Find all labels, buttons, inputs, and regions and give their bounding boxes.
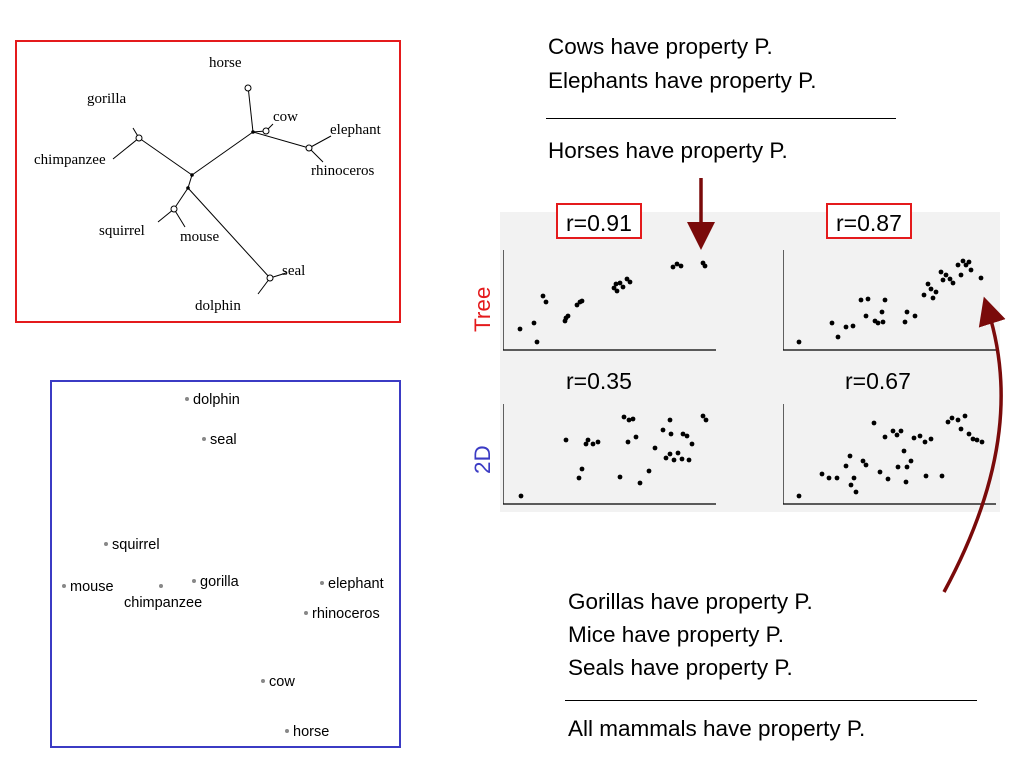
point-marker — [192, 579, 196, 584]
phylogenetic-tree: horse cow elephant rhinoceros gorilla ch… — [34, 55, 382, 314]
tree-label-gorilla: gorilla — [87, 91, 126, 107]
scatter-2d-left — [503, 404, 716, 505]
scatter-tree-left — [503, 250, 716, 351]
point-marker — [62, 584, 66, 589]
point-marker — [185, 397, 189, 402]
argument1-conclusion: Horses have property P. — [548, 138, 788, 163]
mds-label: dolphin — [193, 392, 240, 408]
mds-item-gorilla: gorilla — [192, 574, 239, 590]
tree-label-rhinoceros: rhinoceros — [311, 163, 374, 179]
tree-panel: horse cow elephant rhinoceros gorilla ch… — [15, 40, 401, 323]
point-marker — [261, 679, 265, 684]
tree-label-dolphin: dolphin — [195, 298, 241, 314]
mds-item-cow: cow — [261, 674, 295, 690]
mds-label: squirrel — [112, 537, 160, 553]
point-marker — [104, 542, 108, 547]
argument1-premise2: Elephants have property P. — [548, 68, 817, 93]
mds-item-chimpanzee: chimpanzee — [124, 595, 203, 611]
r-label-tree-left: r=0.91 — [556, 203, 642, 239]
argument2-premise3: Seals have property P. — [568, 655, 793, 680]
tree-label-horse: horse — [209, 55, 242, 71]
r-label-tree-right: r=0.87 — [826, 203, 912, 239]
scatter-tree-right — [783, 250, 996, 351]
r-label-2d-left: r=0.35 — [566, 368, 632, 394]
mds-label: horse — [293, 724, 330, 740]
mds-label: gorilla — [200, 574, 239, 590]
point-marker — [320, 581, 324, 586]
point-marker — [202, 437, 206, 442]
argument2-divider — [565, 700, 977, 701]
mds-label: rhinoceros — [312, 606, 380, 622]
point-marker — [285, 729, 289, 734]
tree-label-seal: seal — [282, 263, 305, 279]
mds-item-horse: horse — [285, 724, 329, 740]
tree-label-elephant: elephant — [330, 122, 382, 138]
argument2-conclusion: All mammals have property P. — [568, 716, 866, 741]
mds-label: elephant — [328, 576, 384, 592]
mds-dot-chimpanzee — [159, 579, 167, 595]
mds-item-elephant: elephant — [320, 576, 384, 592]
mds-item-squirrel: squirrel — [104, 537, 160, 553]
argument1-premise1: Cows have property P. — [548, 34, 773, 59]
argument1-divider — [546, 118, 896, 119]
scatter-2d-right — [783, 404, 996, 505]
tree-label-mouse: mouse — [180, 229, 220, 245]
argument2-premise2: Mice have property P. — [568, 622, 784, 647]
mds-item-seal: seal — [202, 432, 237, 448]
point-marker — [304, 611, 308, 616]
mds-label: mouse — [70, 579, 114, 595]
tree-label-cow: cow — [273, 109, 298, 125]
point-marker — [159, 584, 163, 589]
mds-label: seal — [210, 432, 237, 448]
r-label-2d-right: r=0.67 — [845, 368, 911, 394]
mds-item-mouse: mouse — [62, 579, 114, 595]
argument2-premise1: Gorillas have property P. — [568, 589, 813, 614]
mds-item-dolphin: dolphin — [185, 392, 240, 408]
mds-panel: dolphin seal squirrel mouse chimpanzee g… — [50, 380, 401, 748]
tree-label-squirrel: squirrel — [99, 223, 145, 239]
scatter-grid-background — [500, 212, 1000, 512]
tree-label-chimpanzee: chimpanzee — [34, 152, 106, 168]
mds-item-rhinoceros: rhinoceros — [304, 606, 380, 622]
mds-label: cow — [269, 674, 295, 690]
arrow-curved-icon — [942, 296, 1006, 593]
